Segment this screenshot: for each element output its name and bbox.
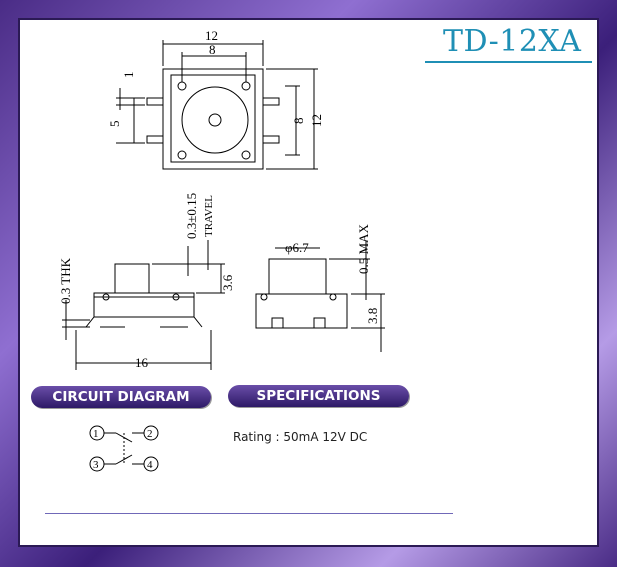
dim-inner-height: 8 xyxy=(291,118,306,125)
dim-inner-width: 8 xyxy=(209,42,216,57)
corner-hole-tr xyxy=(241,81,251,91)
dim-travel: 0.3±0.15 xyxy=(184,193,199,239)
dim-diameter: φ6.7 xyxy=(285,240,309,255)
actuator-circle xyxy=(181,86,249,154)
dim-height: 3.6 xyxy=(220,274,235,291)
corner-hole-tl xyxy=(177,81,187,91)
pin-4-label: 4 xyxy=(147,459,153,471)
corner-hole-bl xyxy=(177,150,187,160)
front-actuator xyxy=(114,263,150,294)
specifications-header: SPECIFICATIONS xyxy=(228,385,409,407)
dim-travel-label: TRAVEL xyxy=(203,195,215,237)
top-body-outline xyxy=(162,68,264,170)
corner-hole-br xyxy=(241,150,251,160)
dim-max: 0.5 MAX xyxy=(356,224,371,274)
pin-2-label: 2 xyxy=(147,428,153,440)
rating-text: Rating : 50mA 12V DC xyxy=(233,430,368,444)
pin-3-label: 3 xyxy=(93,459,99,471)
side-body xyxy=(255,293,348,329)
front-terminals xyxy=(85,316,203,328)
side-actuator xyxy=(268,258,327,295)
circuit-diagram xyxy=(89,425,159,472)
dim-thk: 0.3 THK xyxy=(58,257,73,304)
dim-side-height: 3.8 xyxy=(365,308,380,324)
bottom-rule xyxy=(45,513,453,514)
pin-1-label: 1 xyxy=(93,428,99,440)
circuit-diagram-header: CIRCUIT DIAGRAM xyxy=(31,386,211,408)
dim-length: 16 xyxy=(135,355,149,370)
pin-right-bottom xyxy=(262,135,280,144)
dim-top-width: 12 xyxy=(205,28,218,43)
pin-right-top xyxy=(262,97,280,106)
dim-outer-height: 12 xyxy=(309,114,324,127)
pin-left-bottom xyxy=(146,135,164,144)
model-title: TD-12XA xyxy=(443,24,582,59)
actuator-center xyxy=(208,113,222,127)
top-body-inner xyxy=(170,74,256,163)
dim-pin-spacing: 5 xyxy=(107,121,122,128)
title-underline xyxy=(425,61,592,63)
dim-pin-one: 1 xyxy=(121,72,136,79)
pin-left-top xyxy=(146,97,164,106)
